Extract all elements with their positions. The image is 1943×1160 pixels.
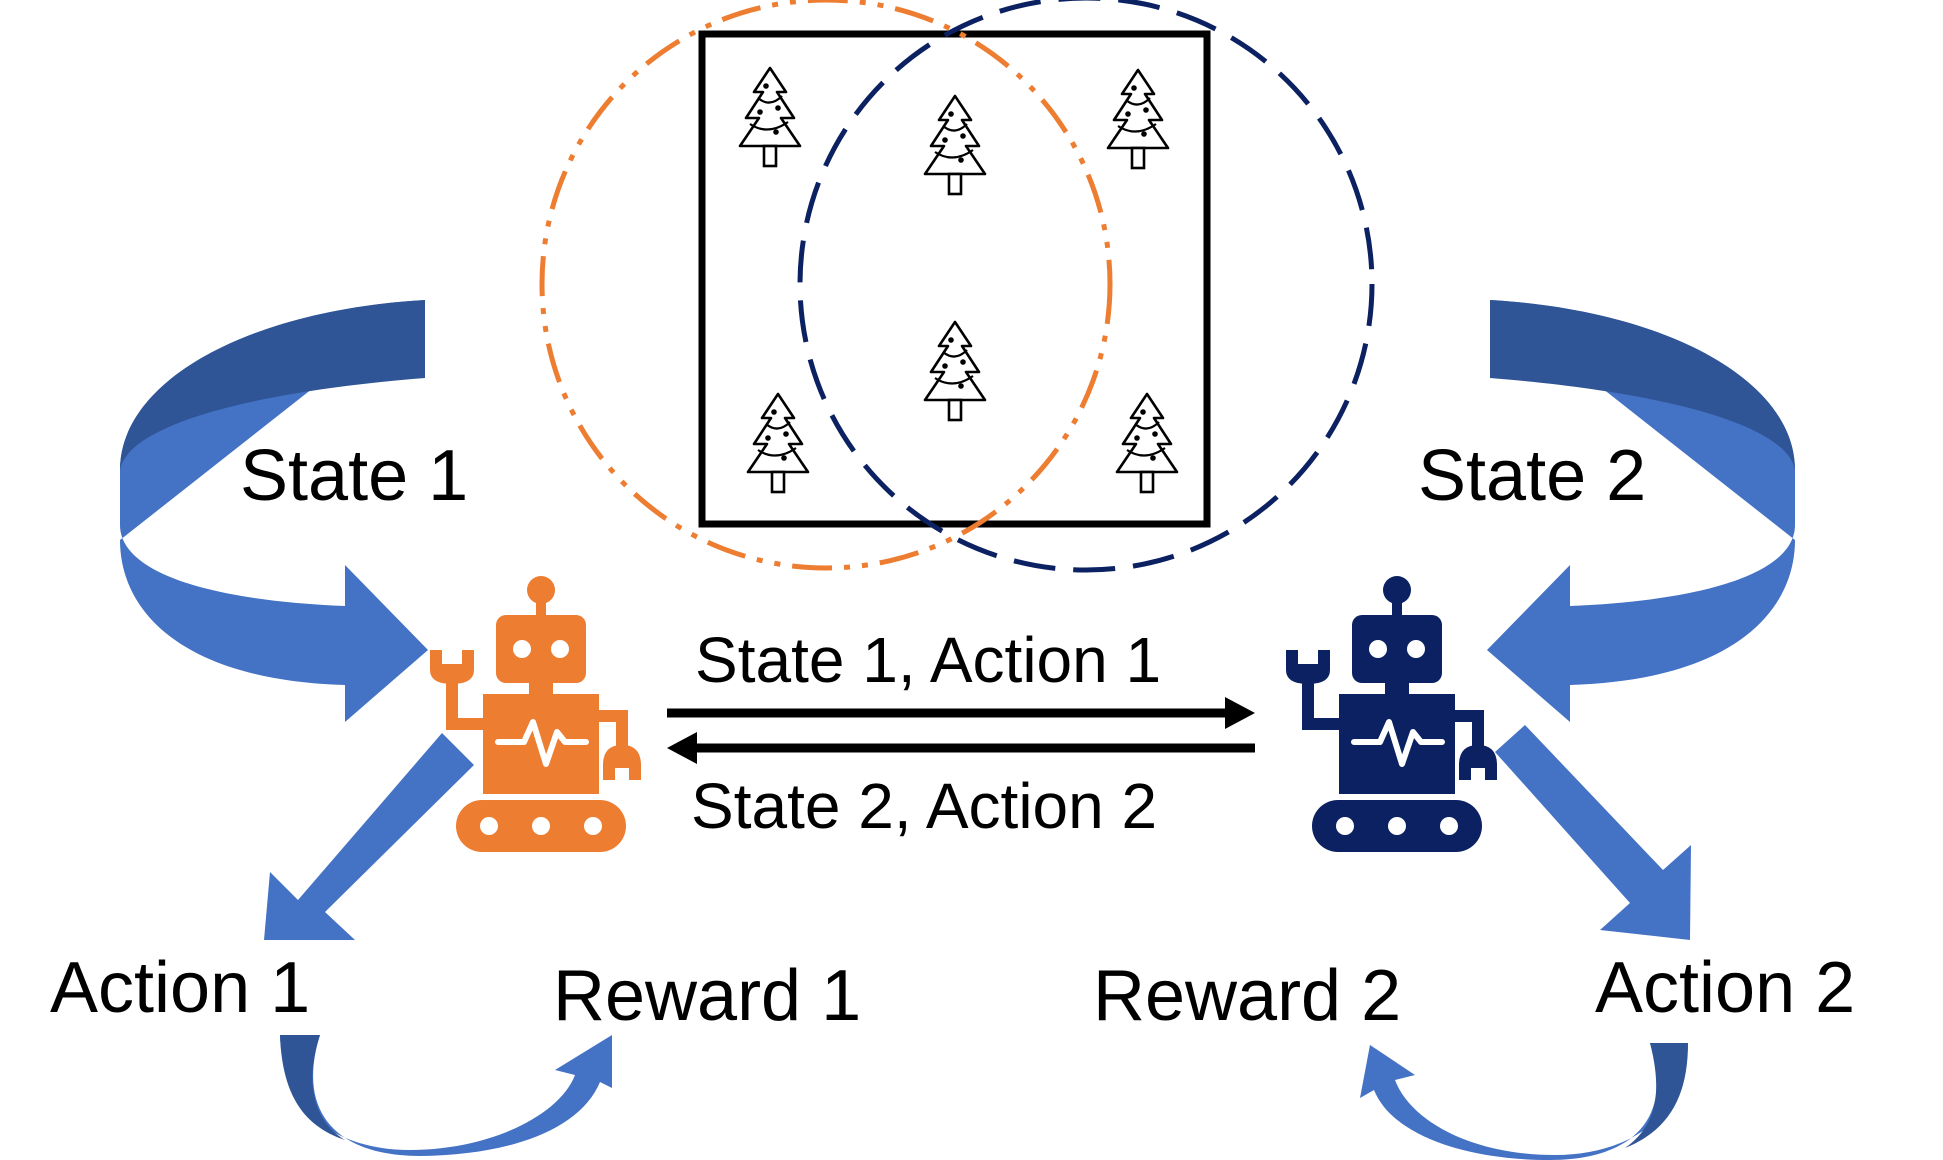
agent1-to-action1-arrow [264,733,474,940]
agent2-observation-circle [797,0,1375,573]
reward1-label: Reward 1 [553,956,861,1036]
agent2-to-action2-arrow [1495,725,1691,940]
action2-to-reward2-arrow [1360,1043,1688,1160]
tree-icon [738,66,802,168]
state1-arrow [120,300,428,722]
reward2-label: Reward 2 [1093,956,1401,1036]
message-arrow-to-agent1 [667,732,1255,764]
tree-icon [746,392,810,494]
agent2-robot-icon [1286,576,1497,852]
action2-label: Action 2 [1595,948,1855,1028]
message-label-state1-action1: State 1, Action 1 [695,624,1161,696]
action1-label: Action 1 [50,948,310,1028]
agent1-robot-icon [430,576,641,852]
environment-border [698,30,1211,528]
tree-icon [1115,392,1179,494]
state2-arrow [1487,300,1795,722]
tree-icon [923,94,987,196]
tree-icon [1106,68,1170,170]
tree-icon [923,320,987,422]
agent1-observation-circle [539,0,1113,571]
state1-label: State 1 [240,436,468,516]
action1-to-reward1-arrow [280,1035,612,1156]
message-arrow-to-agent2 [667,697,1255,729]
state2-label: State 2 [1418,436,1646,516]
environment [698,30,1211,528]
message-label-state2-action2: State 2, Action 2 [691,770,1157,842]
